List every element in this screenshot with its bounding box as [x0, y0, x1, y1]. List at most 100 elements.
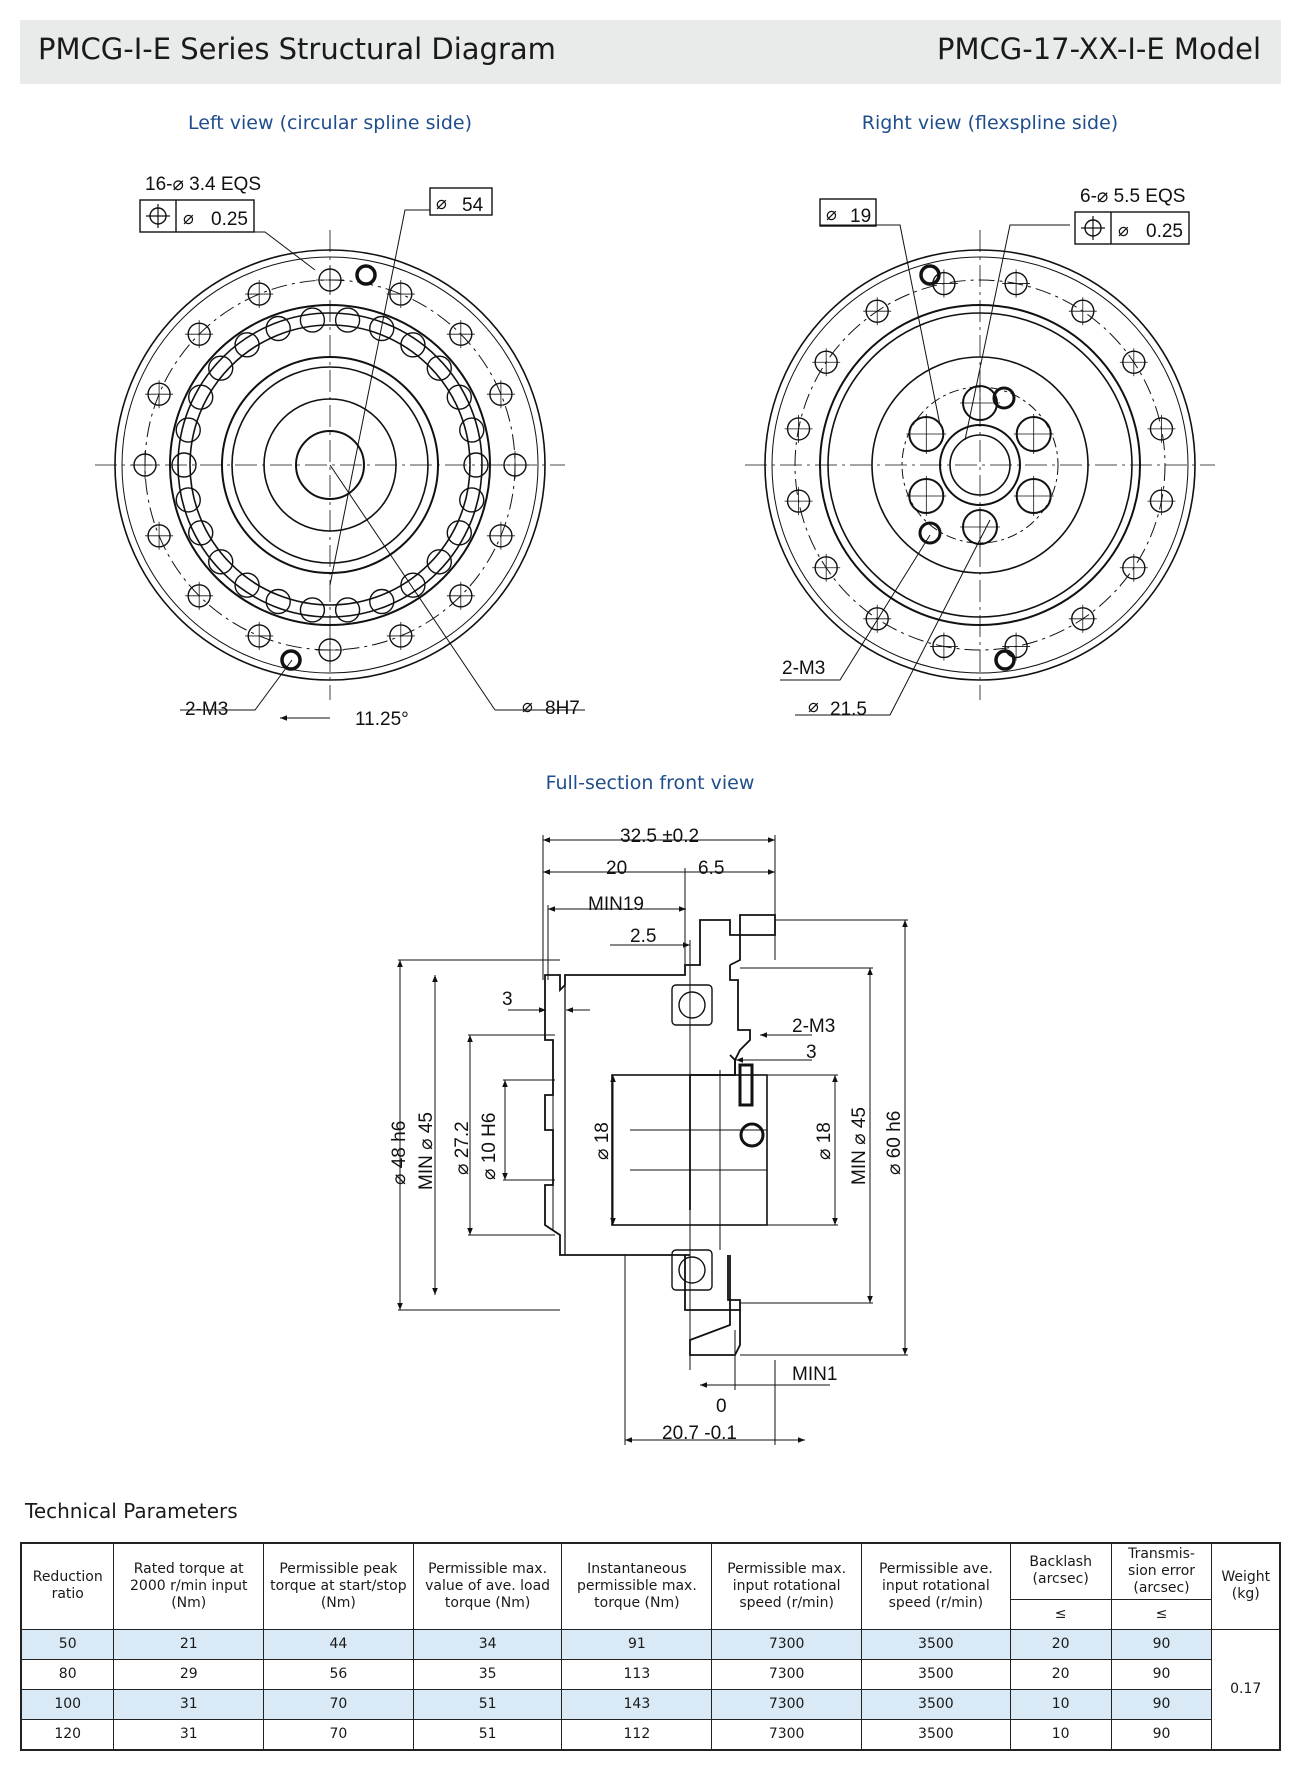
- dim-zero: 0: [716, 1396, 727, 1417]
- right-dia-bolt: 21.5: [830, 699, 867, 720]
- right-holes-tol: 0.25: [1146, 221, 1183, 242]
- cell-max-speed: 7300: [711, 1688, 862, 1720]
- dim-3-left: 3: [502, 989, 513, 1010]
- cell-ave-speed: 3500: [861, 1718, 1011, 1750]
- dim-dia18-left: ⌀ 18: [592, 1122, 613, 1160]
- cell-max-speed: 7300: [711, 1628, 862, 1660]
- cell-peak: 44: [263, 1628, 414, 1660]
- header-ratio: Reduction ratio: [20, 1542, 115, 1630]
- cell-ratio: 80: [20, 1658, 115, 1690]
- cell-trans: 90: [1110, 1658, 1213, 1690]
- right-thread-label: 2-M3: [782, 658, 825, 679]
- dim-20: 20: [606, 858, 627, 879]
- bearing-roller: [369, 315, 395, 342]
- cell-avg: 34: [412, 1628, 563, 1660]
- cell-instant: 143: [561, 1688, 713, 1720]
- cell-backlash: 10: [1009, 1718, 1112, 1750]
- dim-thread: 2-M3: [792, 1016, 835, 1037]
- bearing-roller: [426, 355, 452, 381]
- right-view-caption: Right view (flexspline side): [861, 112, 1119, 134]
- left-view-drawing: [95, 209, 585, 721]
- cell-peak: 70: [263, 1718, 414, 1750]
- cell-backlash: 20: [1009, 1658, 1112, 1690]
- cell-instant: 112: [561, 1718, 713, 1750]
- bearing-roller: [369, 588, 395, 615]
- cell-trans: 90: [1110, 1718, 1213, 1750]
- dim-dia10: ⌀ 10 H6: [479, 1113, 500, 1180]
- bearing-roller: [175, 417, 201, 443]
- bearing-roller: [208, 549, 234, 575]
- cell-rated: 21: [113, 1628, 265, 1660]
- bearing-roller: [234, 572, 260, 598]
- header-trans: Transmis-sion error (arcsec): [1110, 1542, 1213, 1600]
- left-holes-label: 16-⌀ 3.4 EQS: [145, 174, 261, 195]
- bearing-roller: [459, 487, 485, 513]
- cell-rated: 31: [113, 1688, 265, 1720]
- dim-min45-right: MIN ⌀ 45: [849, 1107, 870, 1185]
- dim-min19: MIN19: [588, 894, 644, 915]
- dim-dia60: ⌀ 60 h6: [884, 1111, 905, 1175]
- bearing-roller: [265, 315, 291, 342]
- svg-text:⌀: ⌀: [436, 193, 447, 213]
- dim-min1: MIN1: [792, 1364, 837, 1385]
- header-le-trans: ≤: [1110, 1598, 1213, 1630]
- bearing-roller: [188, 520, 214, 546]
- bearing-roller: [299, 597, 326, 623]
- svg-text:⌀: ⌀: [826, 204, 837, 224]
- cell-backlash: 10: [1009, 1688, 1112, 1720]
- header-instant: Instantaneous permissible max. torque (N…: [561, 1542, 713, 1630]
- left-dia-outer: 54: [462, 195, 484, 216]
- header-max-speed: Permissible max. input rotational speed …: [711, 1542, 862, 1630]
- dim-overall: 32.5 ±0.2: [620, 826, 699, 847]
- dim-dia27: ⌀ 27.2: [452, 1121, 473, 1175]
- header-ave-speed: Permissible ave. input rotational speed …: [861, 1542, 1011, 1630]
- cell-ave-speed: 3500: [861, 1658, 1011, 1690]
- cell-peak: 56: [263, 1658, 414, 1690]
- cell-ratio: 120: [20, 1718, 115, 1750]
- bearing-roller: [459, 417, 485, 443]
- bearing-roller: [334, 597, 361, 623]
- drawing-canvas: 16-⌀ 3.4 EQS ⌀ 0.25 ⌀ 54 2-M3 11.25° ⌀ 8…: [95, 174, 1215, 1445]
- bearing-roller: [265, 588, 291, 615]
- cell-instant: 91: [561, 1628, 713, 1660]
- cell-avg: 51: [412, 1718, 563, 1750]
- cell-max-speed: 7300: [711, 1718, 862, 1750]
- right-holes-label: 6-⌀ 5.5 EQS: [1080, 186, 1185, 207]
- dim-dia18-right: ⌀ 18: [814, 1122, 835, 1160]
- right-view-labels: ⌀ 19 6-⌀ 5.5 EQS ⌀ 0.25 2-M3 ⌀ 21.5: [782, 186, 1190, 720]
- cell-instant: 113: [561, 1658, 713, 1690]
- parameters-table: Reduction ratio Rated torque at 2000 r/m…: [20, 1542, 1281, 1751]
- cell-ratio: 50: [20, 1628, 115, 1660]
- bearing-roller: [175, 487, 201, 513]
- section-view-drawing: [544, 914, 776, 1370]
- table-row: 100 31 70 51 143 7300 3500 10 90: [20, 1688, 1280, 1720]
- svg-text:⌀: ⌀: [1118, 220, 1129, 240]
- page-title: PMCG-I-E Series Structural Diagram: [38, 32, 556, 66]
- cell-rated: 29: [113, 1658, 265, 1690]
- header-backlash: Backlash (arcsec): [1009, 1542, 1112, 1600]
- svg-text:⌀: ⌀: [522, 696, 533, 716]
- cell-max-speed: 7300: [711, 1658, 862, 1690]
- right-view-drawing: [745, 224, 1215, 716]
- bearing-roller: [446, 384, 472, 410]
- header-avg-load: Permissible max. value of ave. load torq…: [412, 1542, 563, 1630]
- bearing-roller: [234, 332, 260, 358]
- cell-peak: 70: [263, 1688, 414, 1720]
- cell-ratio: 100: [20, 1688, 115, 1720]
- table-row: 120 31 70 51 112 7300 3500 10 90: [20, 1718, 1280, 1750]
- section-view-caption: Full-section front view: [545, 772, 755, 794]
- header-weight: Weight (kg): [1211, 1542, 1281, 1630]
- table-row: 50 21 44 34 91 7300 3500 20 90 0.17: [20, 1628, 1281, 1750]
- left-view-labels: 16-⌀ 3.4 EQS ⌀ 0.25 ⌀ 54 2-M3 11.25° ⌀ 8…: [139, 174, 580, 730]
- cell-backlash: 20: [1009, 1628, 1112, 1660]
- dim-20-7: 20.7 -0.1: [662, 1423, 737, 1444]
- header-rated: Rated torque at 2000 r/min input (Nm): [113, 1542, 265, 1630]
- dim-dia48: ⌀ 48 h6: [389, 1121, 410, 1185]
- bearing-roller: [208, 355, 234, 381]
- left-view-caption: Left view (circular spline side): [188, 112, 472, 134]
- cell-rated: 31: [113, 1718, 265, 1750]
- section-dimensions: [397, 835, 908, 1445]
- dim-min45-left: MIN ⌀ 45: [416, 1112, 437, 1190]
- svg-text:⌀: ⌀: [808, 696, 819, 716]
- bearing-roller: [334, 307, 361, 333]
